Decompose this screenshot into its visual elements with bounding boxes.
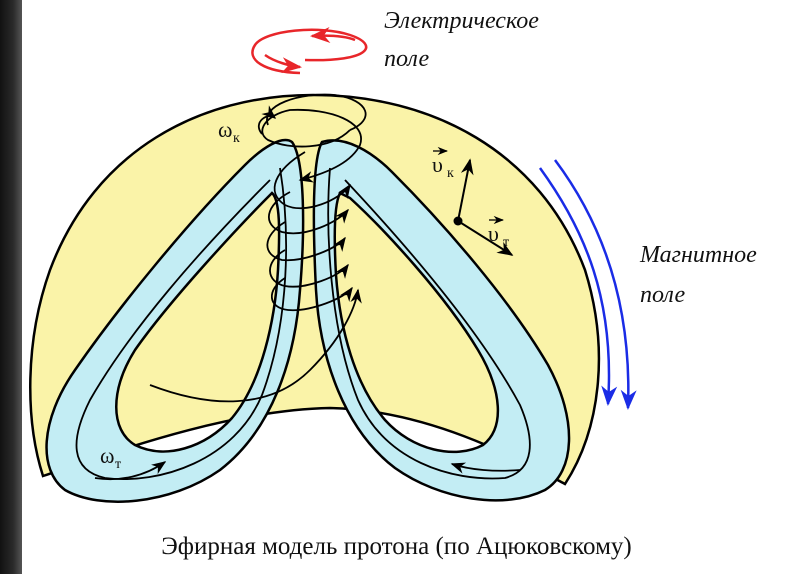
omega-k-subscript: к xyxy=(233,131,240,146)
omega-k-symbol: ω xyxy=(218,117,232,142)
electric-field-label-line1: Электрическое xyxy=(384,8,539,34)
magnetic-field-label-line2: поле xyxy=(640,282,685,308)
magnetic-field-label-line1: Магнитное xyxy=(639,242,757,268)
electric-field-label-line2: поле xyxy=(384,46,429,72)
electric-field-loop xyxy=(252,30,366,73)
v-k-subscript: к xyxy=(447,166,454,181)
omega-t-subscript: т xyxy=(115,457,121,472)
v-k-symbol: υ xyxy=(432,152,443,177)
v-t-symbol: υ xyxy=(488,221,499,246)
v-t-subscript: т xyxy=(503,235,509,250)
omega-t-symbol: ω xyxy=(100,443,114,468)
figure-caption: Эфирная модель протона (по Ацюковскому) xyxy=(0,533,793,561)
